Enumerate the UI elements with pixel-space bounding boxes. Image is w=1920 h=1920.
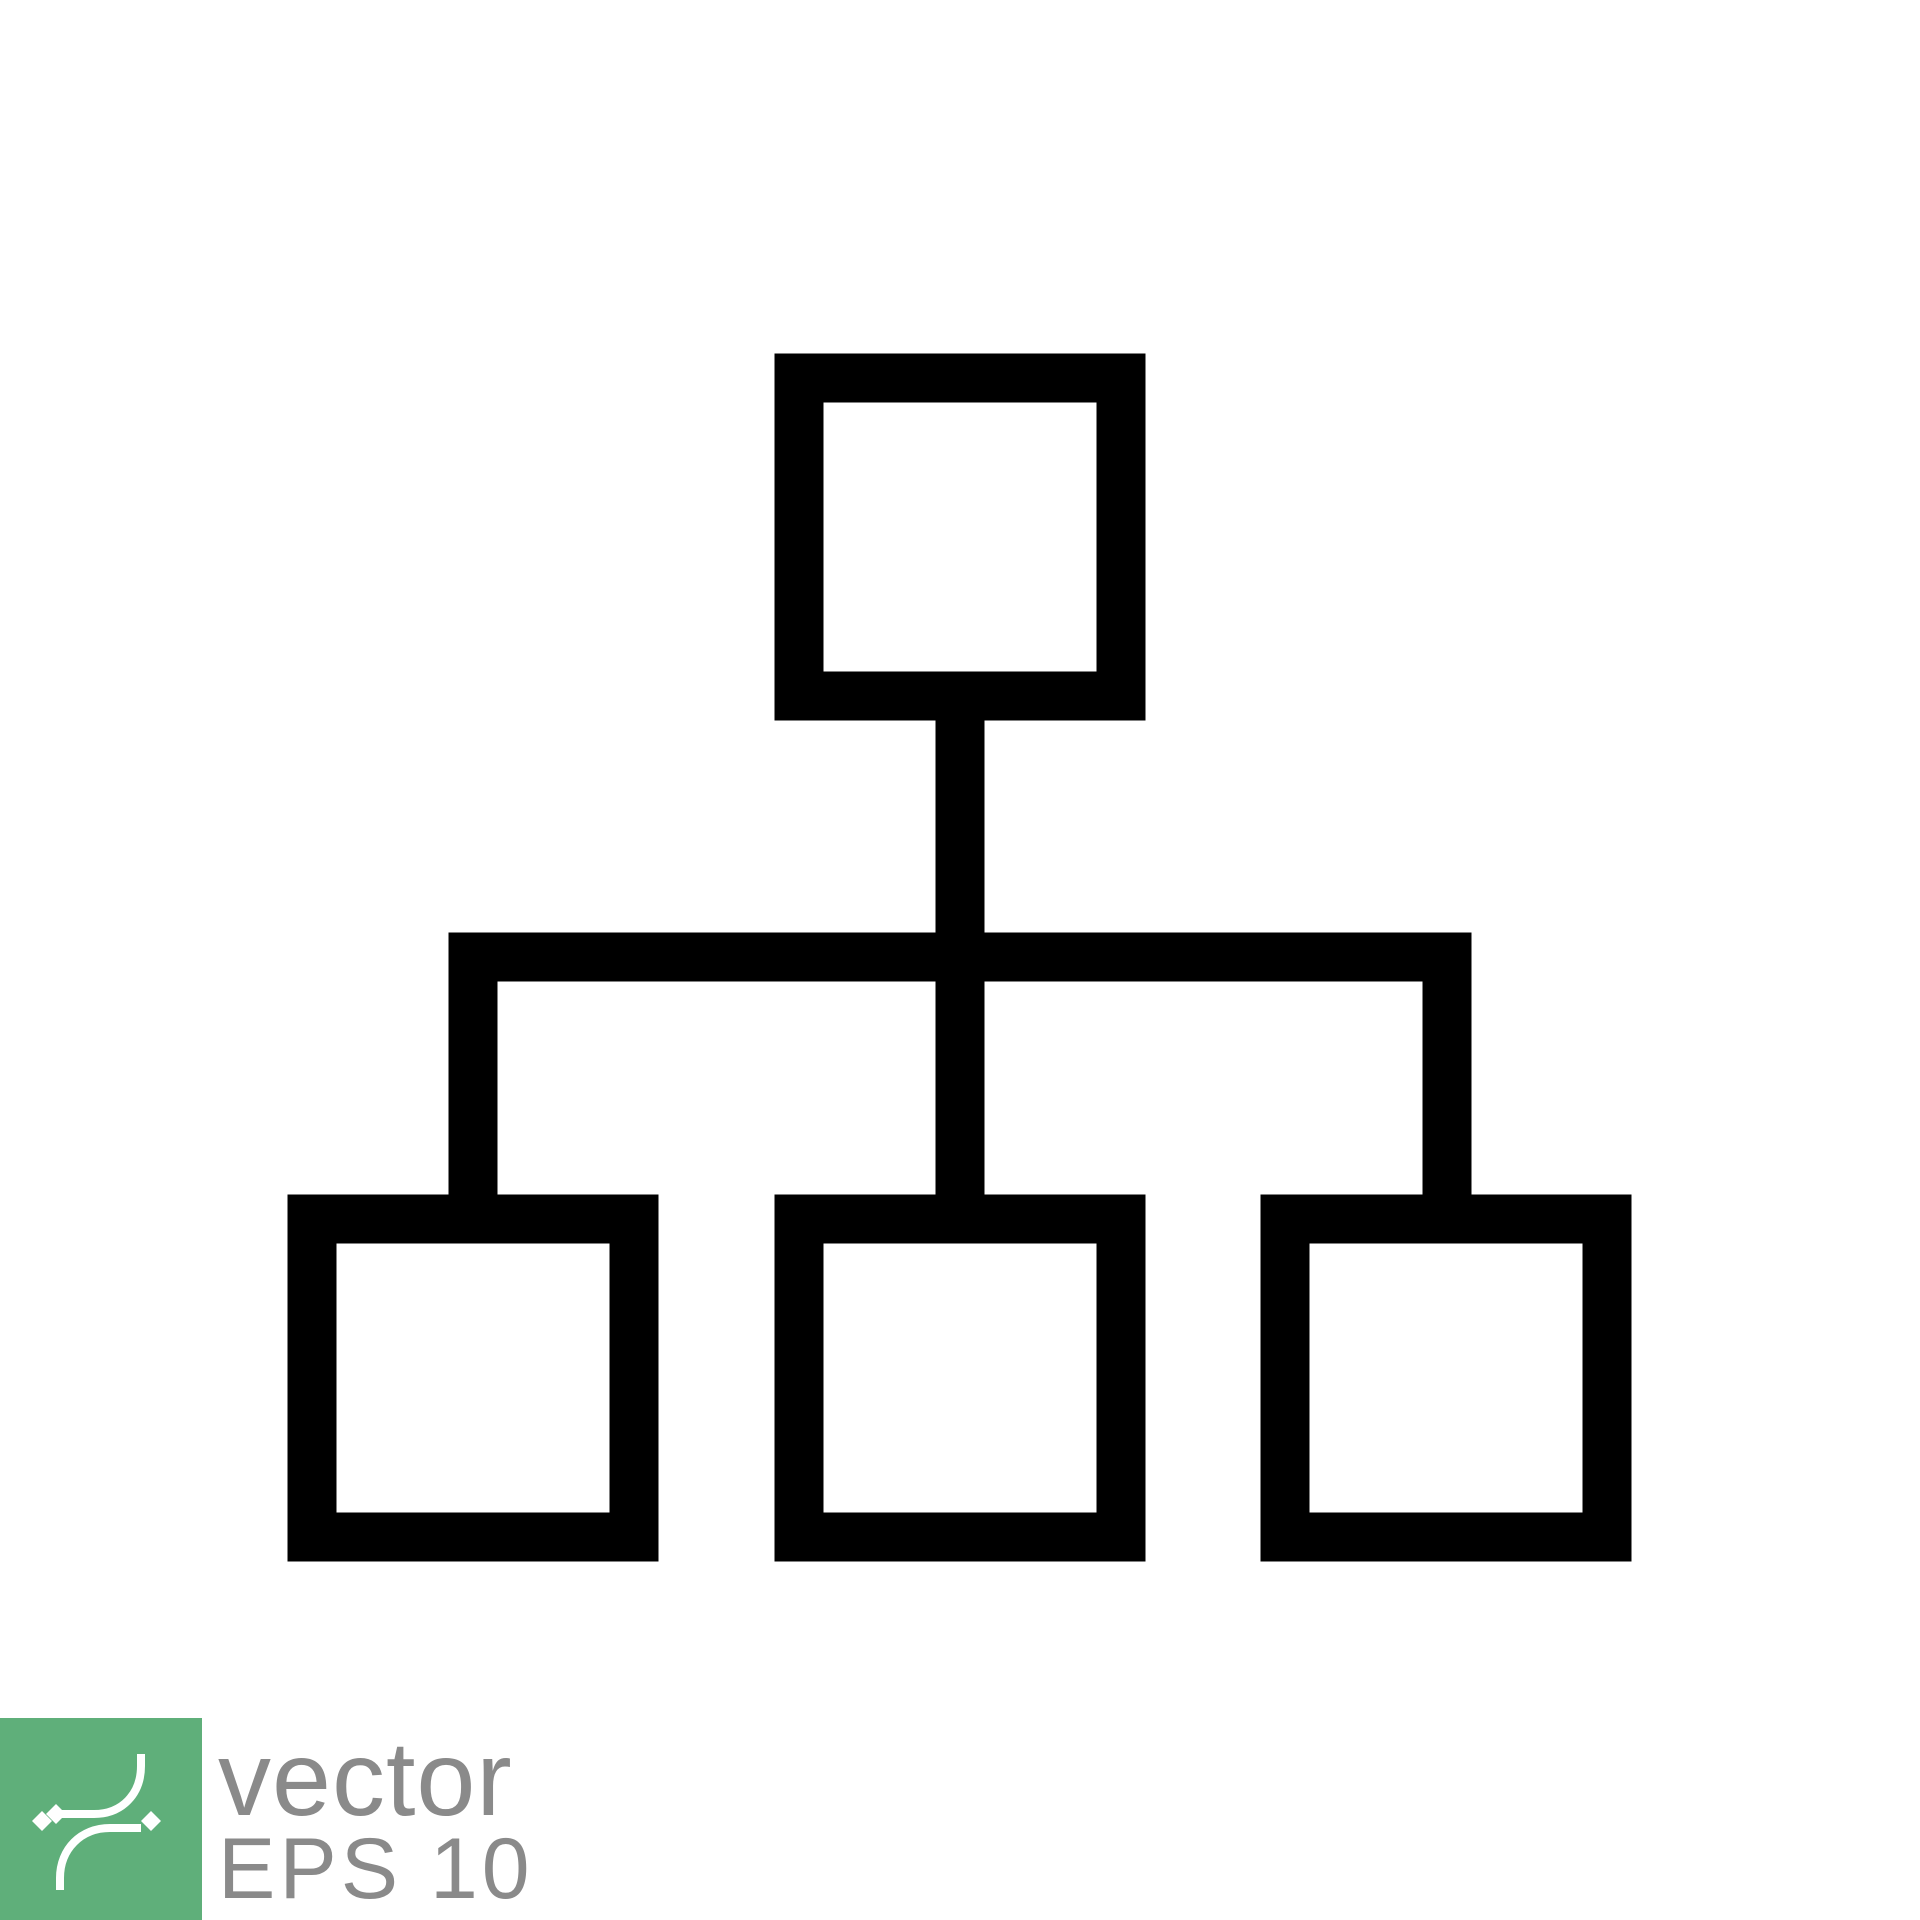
vector-eps-badge: vector EPS 10	[0, 1718, 560, 1920]
badge-word: vector	[218, 1720, 513, 1838]
badge-format: EPS 10	[218, 1821, 534, 1917]
center-node-box	[774, 1194, 1146, 1562]
vector-curve-icon	[0, 1718, 202, 1920]
top-node-box	[774, 353, 1146, 721]
right-node-box	[1260, 1194, 1632, 1562]
left-node-box	[287, 1194, 659, 1562]
